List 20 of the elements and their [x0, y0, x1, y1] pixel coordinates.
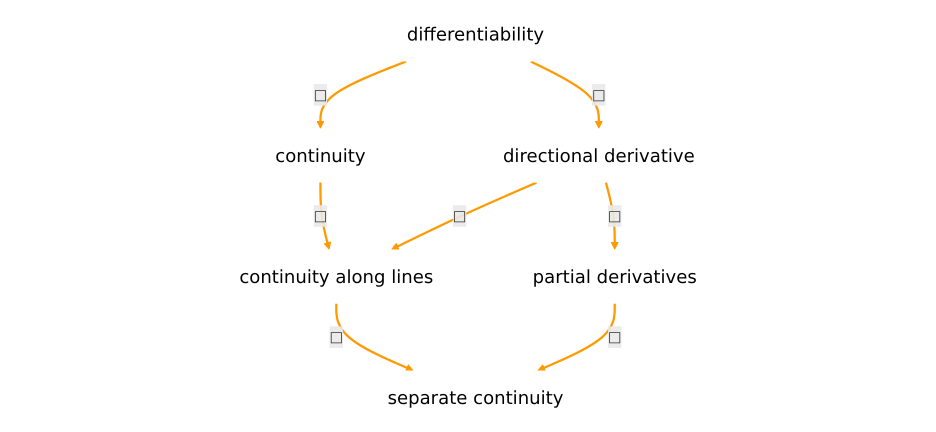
edge-label: □ [314, 206, 328, 224]
node-text: continuity [275, 144, 366, 166]
edge-label: □ [592, 86, 606, 104]
edge-label: □ [608, 206, 622, 224]
arrow [537, 304, 616, 372]
node-text: directional derivative [502, 144, 695, 166]
arrow [391, 182, 537, 250]
edge-label: □ [452, 206, 466, 224]
node-text: differentiability [406, 24, 544, 46]
edge-label: □ [314, 86, 328, 104]
edge-label: □ [329, 328, 344, 346]
arrow [316, 60, 406, 129]
arrow [604, 182, 619, 250]
arrow [319, 182, 332, 250]
node-text: partial derivatives [532, 266, 697, 288]
node-text: separate continuity [388, 386, 564, 408]
arrow [530, 60, 603, 129]
node-text: continuity along lines [239, 266, 434, 288]
edge-label: □ [608, 328, 622, 346]
arrow [335, 304, 414, 372]
